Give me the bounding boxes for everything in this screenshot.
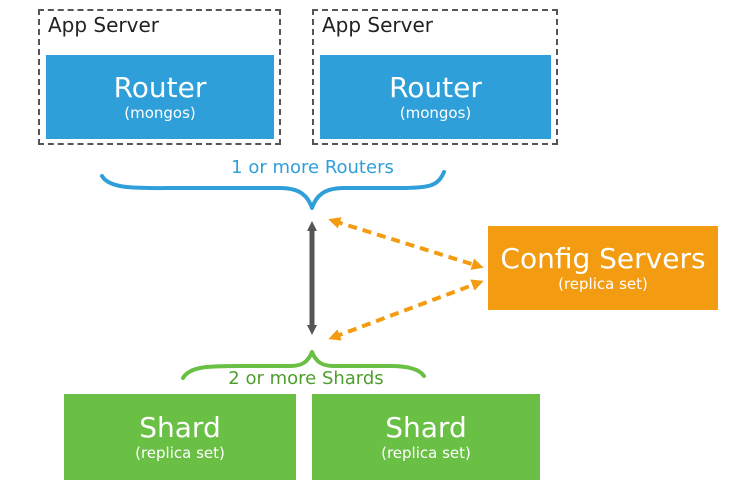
shard-subtitle: (replica set) xyxy=(135,444,225,462)
app-server-2: App Server Router (mongos) xyxy=(312,9,558,145)
router-title: Router xyxy=(389,71,482,104)
shard-title: Shard xyxy=(139,411,221,444)
app-server-label: App Server xyxy=(322,13,434,37)
shard-subtitle: (replica set) xyxy=(381,444,471,462)
config-router-arrow xyxy=(328,217,484,270)
shards-brace xyxy=(181,350,426,380)
router-subtitle: (mongos) xyxy=(124,104,196,122)
router-box-2: Router (mongos) xyxy=(320,55,551,139)
routers-group-label: 1 or more Routers xyxy=(231,157,394,178)
config-shard-arrow xyxy=(328,279,484,341)
router-subtitle: (mongos) xyxy=(399,104,472,122)
shard-box-1: Shard (replica set) xyxy=(64,394,296,480)
router-title: Router xyxy=(113,71,207,104)
config-servers-box: Config Servers (replica set) xyxy=(488,226,718,310)
app-server-1: App Server Router (mongos) xyxy=(38,9,281,145)
shards-group-label: 2 or more Shards xyxy=(228,368,384,389)
routers-brace xyxy=(100,170,446,210)
app-server-label: App Server xyxy=(48,13,160,37)
config-servers-subtitle: (replica set) xyxy=(558,275,648,293)
shard-box-2: Shard (replica set) xyxy=(312,394,540,480)
config-servers-title: Config Servers xyxy=(500,242,706,275)
router-box-1: Router (mongos) xyxy=(46,55,274,139)
shard-title: Shard xyxy=(385,411,467,444)
